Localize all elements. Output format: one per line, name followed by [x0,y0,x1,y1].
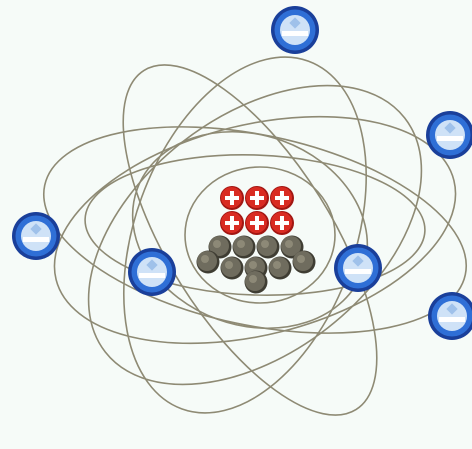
neutron [244,270,268,294]
neutron [220,256,244,280]
orbit-inner [184,166,336,304]
minus-sign-icon [139,273,165,278]
neutron-highlight [261,240,269,248]
orbit [53,115,457,345]
neutron-highlight [249,275,257,283]
minus-sign-icon [437,136,463,141]
plus-sign-icon [255,216,259,230]
electron [12,212,60,260]
electron-sparkle-icon [352,255,364,267]
electron-core [280,15,310,45]
neutron [256,235,280,259]
electron-core [435,120,465,150]
plus-sign-icon [280,216,284,230]
neutron-highlight [249,261,257,269]
orbits-group [42,56,468,416]
neutron-highlight [201,255,209,263]
neutron [232,235,256,259]
electrons-group [12,6,472,340]
neutron [292,250,316,274]
electron [428,292,472,340]
proton [220,211,244,235]
proton [270,211,294,235]
electron-core [437,301,467,331]
electron [271,6,319,54]
nucleus [196,186,316,294]
electron-sparkle-icon [146,259,158,271]
electron [334,244,382,292]
orbit [87,84,423,386]
minus-sign-icon [23,237,49,242]
electron-core [137,257,167,287]
electron [128,248,176,296]
neutron-highlight [213,240,221,248]
orbit [122,64,378,416]
neutron-highlight [285,240,293,248]
proton [220,186,244,210]
minus-sign-icon [282,31,308,36]
plus-sign-icon [255,191,259,205]
plus-sign-icon [280,191,284,205]
neutron [268,256,292,280]
proton [245,211,269,235]
neutron [196,250,220,274]
proton [270,186,294,210]
neutron-highlight [297,255,305,263]
orbit [84,153,426,297]
orbit [123,56,367,414]
electron-sparkle-icon [446,303,458,315]
minus-sign-icon [439,317,465,322]
neutron-highlight [225,261,233,269]
neutron-highlight [273,261,281,269]
electron-core [343,253,373,283]
electron-core [21,221,51,251]
electron [426,111,472,159]
plus-sign-icon [230,191,234,205]
plus-sign-icon [230,216,234,230]
minus-sign-icon [345,269,371,274]
neutron-highlight [237,240,245,248]
proton [245,186,269,210]
